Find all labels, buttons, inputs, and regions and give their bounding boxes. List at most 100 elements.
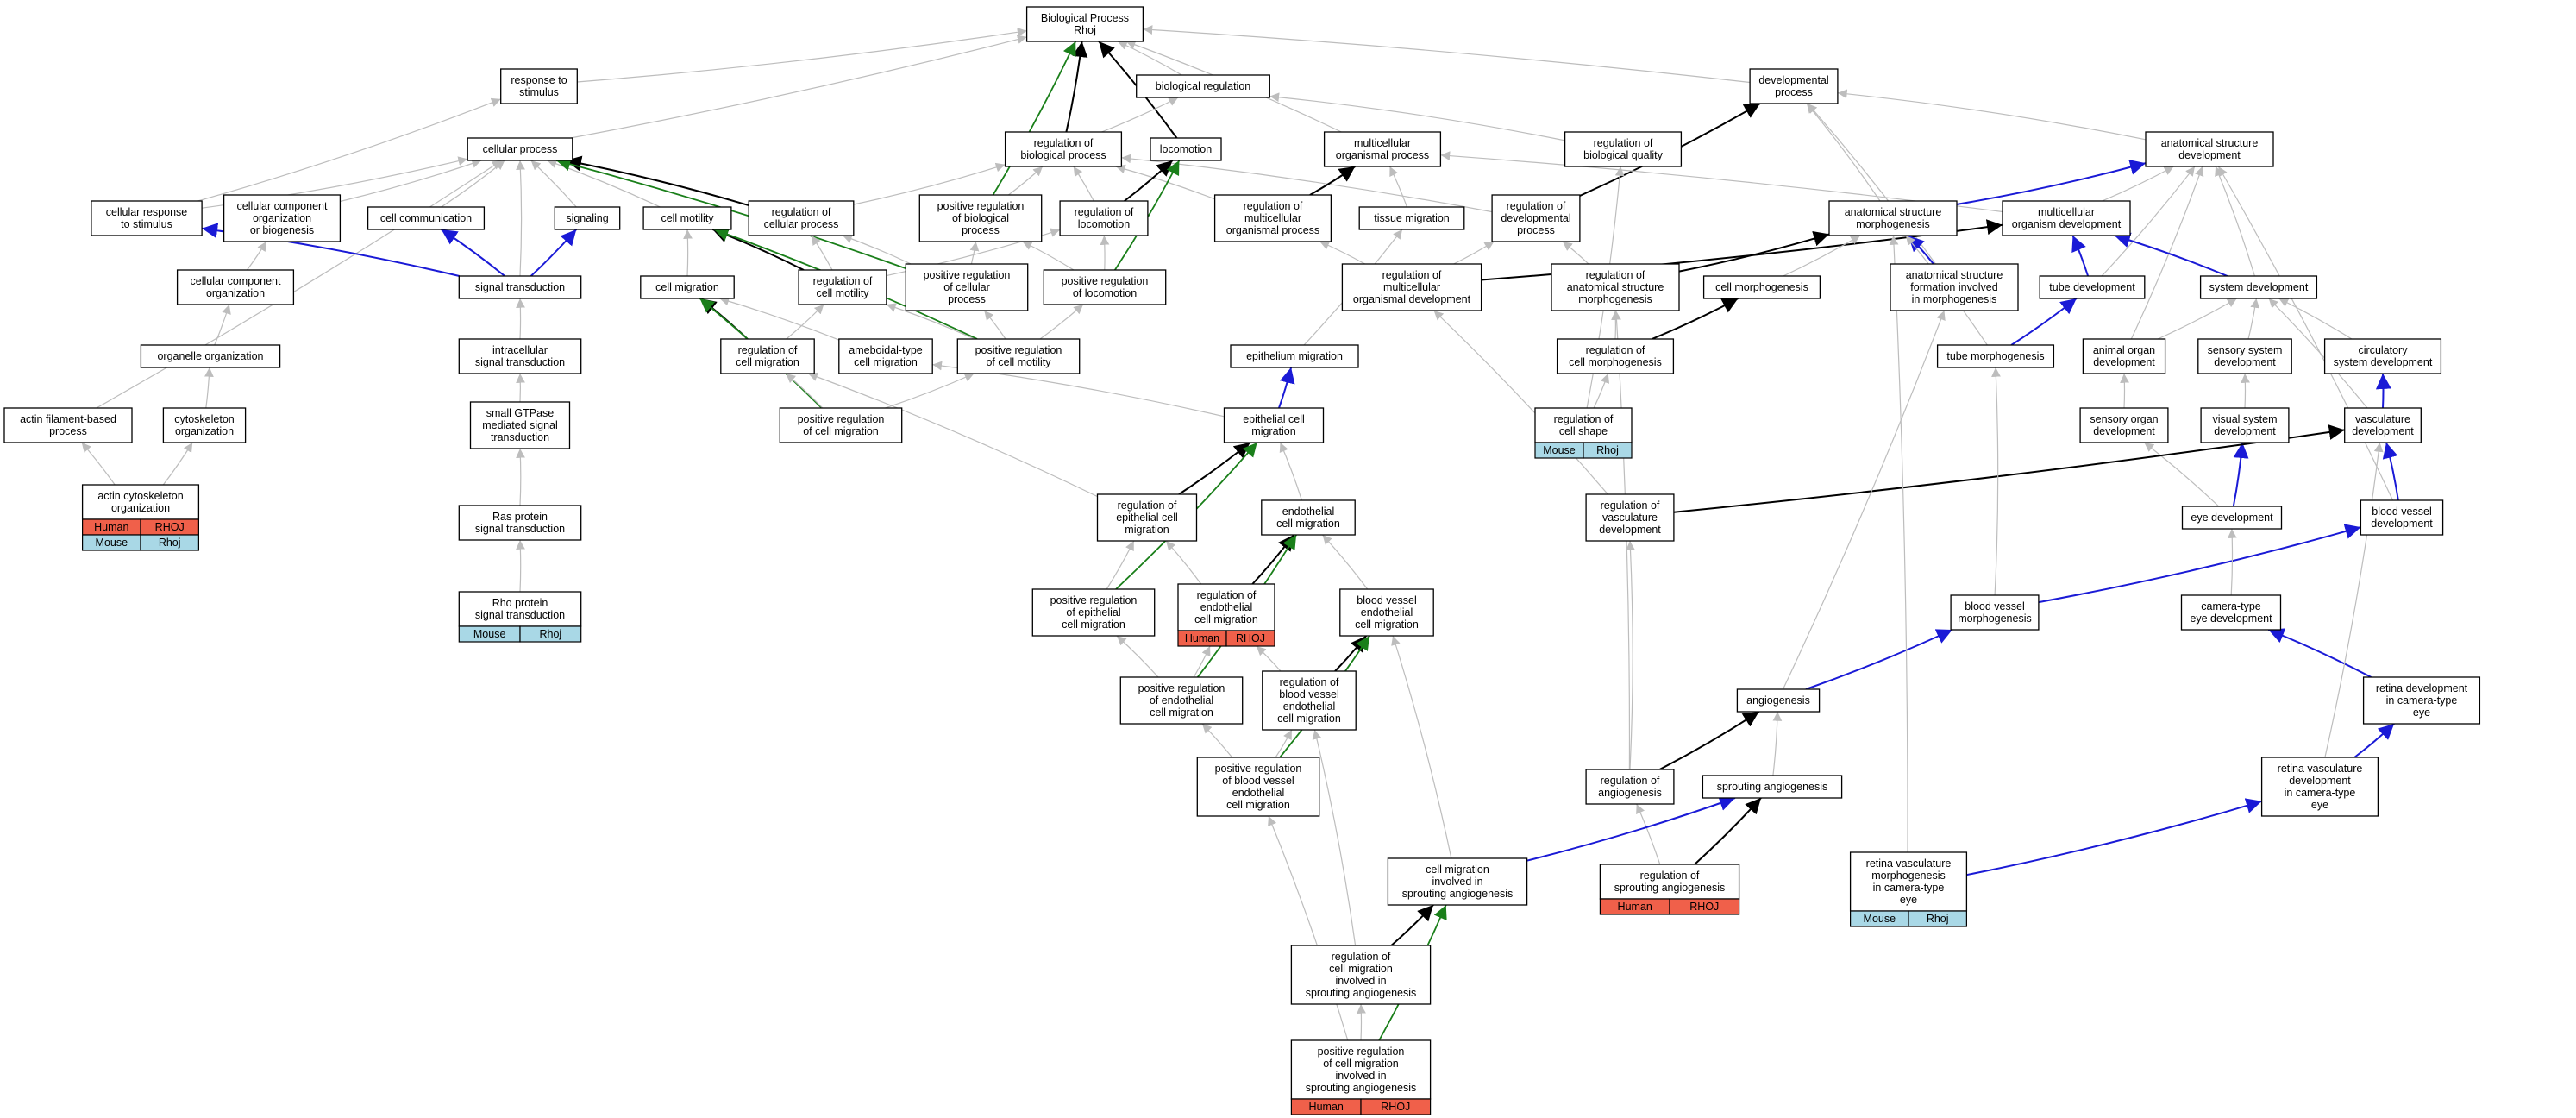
node-label-line: regulation of (1382, 269, 1442, 281)
node-label-line: sprouting angiogenesis (1402, 888, 1514, 900)
node-box (1043, 269, 1167, 305)
gray-relation-edge (719, 296, 840, 341)
blue-relation-edge (1805, 629, 1953, 690)
node-box (1339, 588, 1434, 637)
gray-relation-edge (1453, 241, 1495, 265)
node-label-line: cytoskeleton (174, 413, 235, 425)
node-label-line: anatomical structure (1567, 281, 1664, 293)
gray-relation-edge (441, 160, 505, 208)
node-box (1849, 851, 1968, 912)
gray-relation-edge (1636, 803, 1661, 865)
gray-relation-edge (516, 448, 525, 506)
human-annotation-cell (1360, 1098, 1432, 1115)
node-label-line: actin cytoskeleton (97, 490, 183, 502)
node-box (720, 338, 815, 374)
gray-relation-edge (577, 27, 1027, 83)
node-label-line: in camera-type (2386, 694, 2458, 707)
node-label-line: regulation of (813, 275, 873, 287)
gray-relation-edge (1073, 166, 1094, 202)
node-box (1890, 263, 2019, 311)
node-label-line: retina vasculature (1866, 857, 1952, 870)
node-label-line: cell migration (1150, 707, 1213, 719)
blue-relation-edge (2353, 723, 2395, 758)
node-box (1387, 857, 1528, 906)
go-term-node: signal transduction (458, 275, 582, 299)
gray-relation-edge (1322, 534, 1369, 590)
node-box (1196, 757, 1320, 817)
node-label-line: positive regulation (1318, 1046, 1405, 1058)
black-relation-edge (565, 155, 749, 207)
node-box (91, 200, 203, 236)
gray-relation-edge (1101, 97, 1179, 133)
node-box (1290, 1039, 1432, 1100)
gray-relation-edge (1391, 635, 1452, 859)
gray-relation-edge (1837, 89, 2147, 141)
node-label-line: regulation of (1586, 344, 1645, 356)
go-term-node: system development (2199, 275, 2318, 299)
node-label-line: of epithelial (1066, 606, 1120, 619)
node-label-line: cell migration (1226, 799, 1290, 811)
node-label-line: of cell motility (986, 356, 1051, 368)
node-box (367, 206, 486, 230)
go-term-node: eye development (2181, 506, 2283, 530)
gray-relation-edge (2241, 373, 2250, 409)
node-box (1564, 131, 1683, 167)
annotation-label: RHOJ (1689, 901, 1719, 913)
node-label-line: organization (111, 502, 170, 514)
node-label-line: biological quality (1583, 149, 1663, 161)
node-label-line: blood vessel (1965, 600, 2025, 612)
node-box (1025, 6, 1144, 42)
node-box (1599, 864, 1740, 900)
node-label-line: organism development (2012, 218, 2122, 230)
node-label-line: multicellular (1244, 212, 1301, 224)
node-label-line: cell motility (661, 212, 714, 224)
gray-relation-edge (807, 372, 1098, 498)
node-label-line: circulatory (2359, 344, 2409, 356)
node-label-line: of cell migration (803, 425, 879, 437)
gray-relation-edge (1022, 241, 1075, 271)
node-box (1702, 775, 1843, 799)
node-label-line: migration (1251, 425, 1295, 437)
gray-relation-edge (785, 373, 824, 409)
node-box (2199, 275, 2318, 299)
node-label-line: regulation of (1601, 499, 1660, 512)
node-box (458, 338, 582, 374)
node-box (2039, 275, 2146, 299)
node-box (1323, 131, 1442, 167)
node-label-line: cell migration (854, 356, 918, 368)
node-label-line: cellular process (764, 218, 839, 230)
node-label-line: regulation of (1554, 413, 1614, 425)
node-label-line: signaling (566, 212, 608, 224)
node-box (2145, 131, 2274, 167)
node-label-line: positive regulation (937, 200, 1025, 212)
gray-relation-edge (1193, 645, 1211, 678)
node-box (2180, 594, 2282, 631)
node-label-line: eye (2413, 707, 2430, 719)
node-label-line: regulation of (1075, 206, 1134, 218)
gray-relation-edge (1433, 310, 1608, 495)
node-box (1290, 945, 1432, 1005)
gray-relation-edge (1256, 645, 1282, 672)
node-label-line: development (2289, 775, 2351, 787)
gray-relation-edge (853, 162, 1006, 205)
node-label-line: stimulus (519, 86, 559, 98)
node-box (2323, 338, 2442, 374)
node-label-line: eye development (2190, 612, 2272, 625)
go-term-node: epithelium migration (1230, 344, 1359, 368)
node-label-line: organelle organization (157, 350, 263, 362)
go-term-node: tube morphogenesis (1936, 344, 2055, 368)
blue-relation-edge (1908, 235, 1934, 265)
annotation-label: Mouse (96, 537, 128, 549)
node-label-line: involved in (1335, 975, 1386, 987)
